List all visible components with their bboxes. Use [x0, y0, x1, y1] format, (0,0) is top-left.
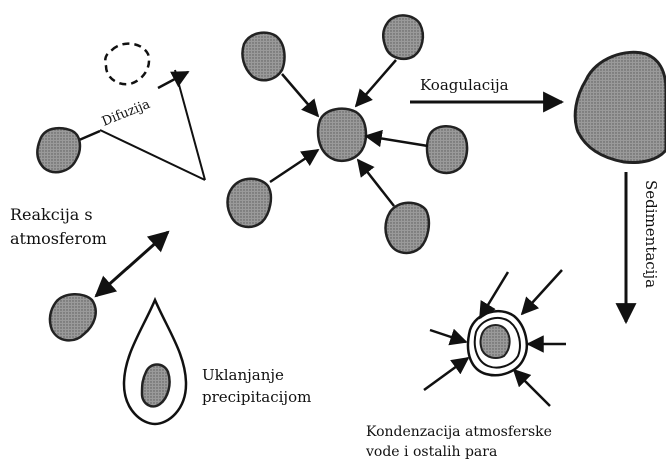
label-reakcija-2: atmosferom — [10, 229, 107, 248]
label-kondenzacija-1: Kondenzacija atmosferske — [366, 424, 552, 440]
dashed-particle — [105, 44, 149, 85]
particle-top-left — [242, 33, 284, 81]
coag-arrow-from-bottom-left — [270, 150, 318, 182]
cond-arrow-2 — [522, 270, 562, 314]
large-particle — [575, 52, 666, 162]
coag-arrow-from-top-left — [282, 74, 318, 116]
particle-bottom-right — [386, 203, 429, 253]
cond-arrow-6 — [430, 330, 466, 342]
label-koagulacija: Koagulacija — [420, 76, 509, 94]
particle-left — [37, 128, 80, 172]
coag-arrow-from-top-right — [356, 60, 396, 106]
label-reakcija-1: Reakcija s — [10, 205, 93, 224]
label-sedimentacija: Sedimentacija — [642, 180, 660, 288]
diffusion-arrow-to-dashed — [158, 72, 188, 88]
particle-bottom-left — [228, 179, 271, 227]
particle-top-right — [383, 15, 423, 58]
particle-right — [427, 126, 467, 173]
coag-arrow-from-right — [366, 136, 428, 146]
cond-arrow-4 — [514, 370, 550, 406]
label-uklanjanje-1: Uklanjanje — [202, 366, 284, 384]
particle-in-drop — [142, 365, 170, 407]
label-difuzija: Difuzija — [100, 97, 153, 130]
particle-center — [318, 109, 366, 161]
diffusion-path-upper — [175, 70, 205, 180]
label-kondenzacija-2: vode i ostalih para — [365, 444, 497, 460]
label-uklanjanje-2: precipitacijom — [202, 388, 311, 406]
coag-arrow-from-bottom-right — [358, 160, 394, 206]
diffusion-path — [100, 130, 205, 180]
particle-reaction — [50, 294, 96, 340]
particle-condensation — [481, 325, 510, 358]
cond-arrow-5 — [424, 358, 468, 390]
